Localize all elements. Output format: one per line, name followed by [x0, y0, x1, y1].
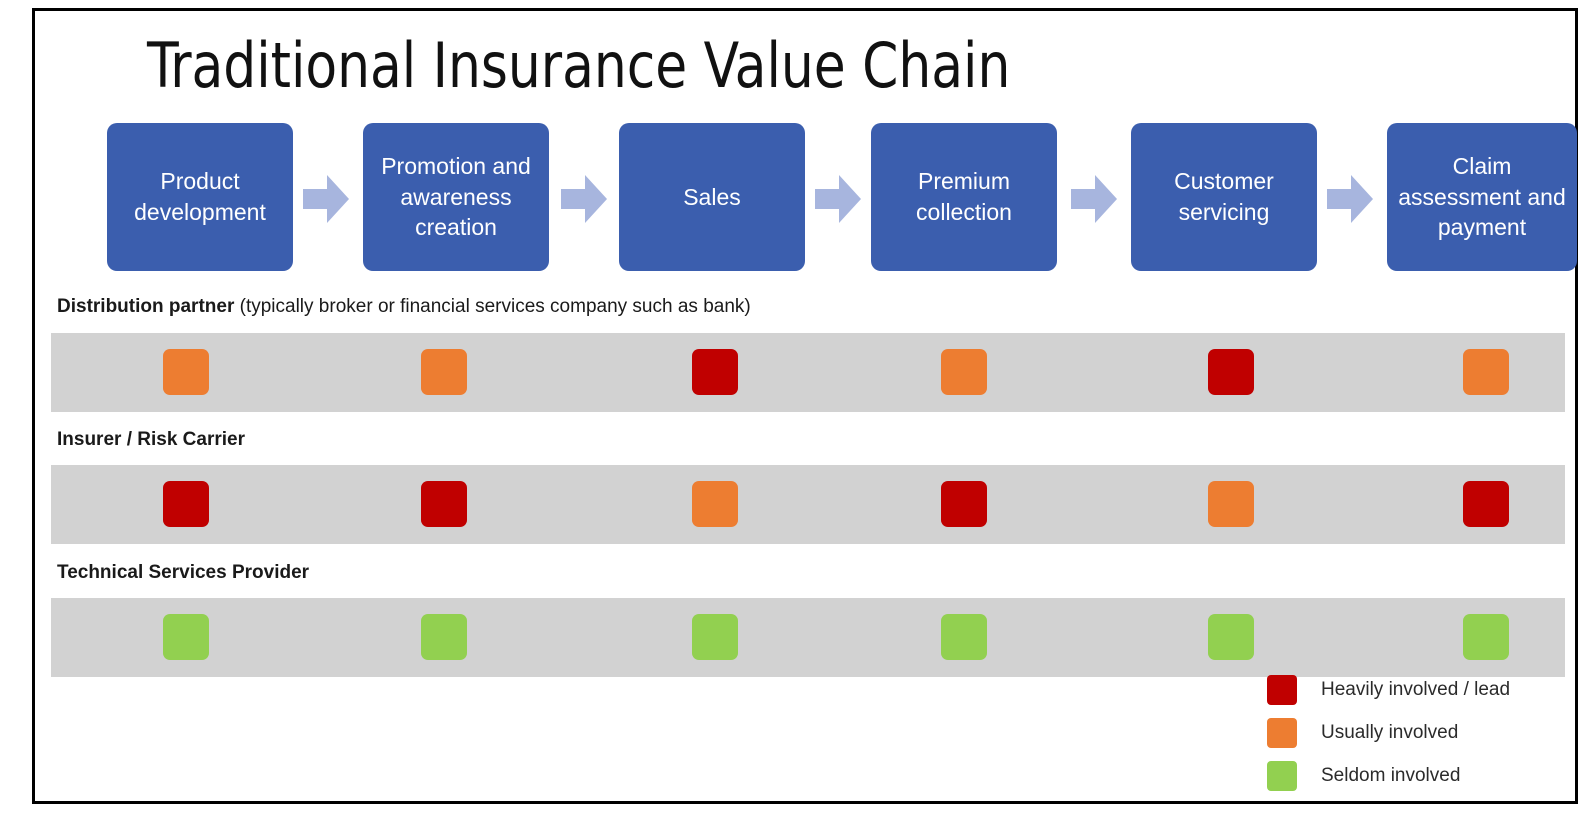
- flow-arrow-icon: [1327, 173, 1373, 225]
- process-stage-label: Sales: [683, 183, 741, 210]
- involvement-swatch: [163, 349, 209, 395]
- process-stage-label: Claim assessment and payment: [1398, 153, 1566, 241]
- involvement-swatch: [1208, 614, 1254, 660]
- row-label-technical-services-provider: Technical Services Provider: [57, 562, 309, 584]
- involvement-swatch: [421, 481, 467, 527]
- involvement-band-distribution-partner: [51, 333, 1565, 412]
- involvement-swatch: [163, 481, 209, 527]
- involvement-swatch: [421, 614, 467, 660]
- row-title: Insurer / Risk Carrier: [57, 429, 245, 450]
- process-stage-label: Premium collection: [916, 168, 1012, 225]
- row-label-distribution-partner: Distribution partner (typically broker o…: [57, 296, 751, 318]
- flow-arrow-icon: [815, 173, 861, 225]
- flow-arrow-icon: [303, 173, 349, 225]
- involvement-swatch: [1208, 481, 1254, 527]
- involvement-swatch: [1463, 481, 1509, 527]
- involvement-band-technical-services-provider: [51, 598, 1565, 677]
- row-label-insurer-risk-carrier: Insurer / Risk Carrier: [57, 429, 245, 451]
- legend-item-heavy: Heavily involved / lead: [1267, 671, 1557, 714]
- process-stage-2[interactable]: Promotion and awareness creation: [363, 123, 549, 271]
- process-stage-label: Customer servicing: [1174, 168, 1274, 225]
- legend-label: Usually involved: [1321, 722, 1459, 743]
- process-stage-3[interactable]: Sales: [619, 123, 805, 271]
- page-title: Traditional Insurance Value Chain: [147, 29, 1011, 102]
- process-stage-4[interactable]: Premium collection: [871, 123, 1057, 271]
- process-stage-6[interactable]: Claim assessment and payment: [1387, 123, 1577, 271]
- value-chain-flow: Product development Promotion and awarene…: [71, 123, 1577, 281]
- row-title: Distribution partner: [57, 296, 235, 317]
- legend-item-usual: Usually involved: [1267, 714, 1557, 757]
- legend-item-seldom: Seldom involved: [1267, 757, 1557, 800]
- legend-label: Seldom involved: [1321, 765, 1461, 786]
- legend-swatch-usual: [1267, 718, 1297, 748]
- involvement-swatch: [1463, 614, 1509, 660]
- flow-arrow-icon: [1071, 173, 1117, 225]
- involvement-swatch: [1463, 349, 1509, 395]
- process-stage-1[interactable]: Product development: [107, 123, 293, 271]
- legend-swatch-heavy: [1267, 675, 1297, 705]
- involvement-band-insurer-risk-carrier: [51, 465, 1565, 544]
- involvement-swatch: [421, 349, 467, 395]
- process-stage-label: Promotion and awareness creation: [381, 153, 531, 241]
- involvement-swatch: [1208, 349, 1254, 395]
- legend-swatch-seldom: [1267, 761, 1297, 791]
- legend-label: Heavily involved / lead: [1321, 679, 1511, 700]
- involvement-swatch: [692, 349, 738, 395]
- slide-frame: Traditional Insurance Value Chain Produc…: [32, 8, 1578, 804]
- involvement-swatch: [941, 614, 987, 660]
- involvement-swatch: [692, 481, 738, 527]
- involvement-swatch: [163, 614, 209, 660]
- row-title: Technical Services Provider: [57, 562, 310, 583]
- flow-arrow-icon: [561, 173, 607, 225]
- process-stage-label: Product development: [134, 168, 266, 225]
- process-stage-5[interactable]: Customer servicing: [1131, 123, 1317, 271]
- involvement-swatch: [941, 349, 987, 395]
- row-note: (typically broker or financial services …: [234, 296, 751, 317]
- involvement-swatch: [692, 614, 738, 660]
- involvement-swatch: [941, 481, 987, 527]
